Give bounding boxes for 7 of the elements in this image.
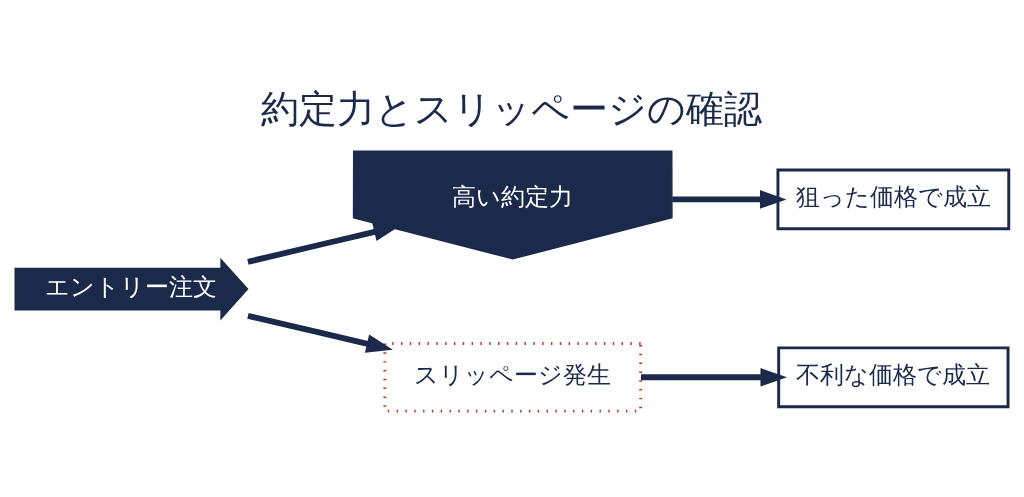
arrow xyxy=(641,368,787,387)
node-box: 不利な価格で成立 xyxy=(777,346,1010,409)
node-box: 狙った価格で成立 xyxy=(776,168,1011,231)
diagram-title: 約定力とスリッページの確認 xyxy=(261,87,763,132)
arrow xyxy=(672,190,787,209)
node-box: スリッページ発生 xyxy=(383,342,643,413)
arrow xyxy=(247,313,393,353)
